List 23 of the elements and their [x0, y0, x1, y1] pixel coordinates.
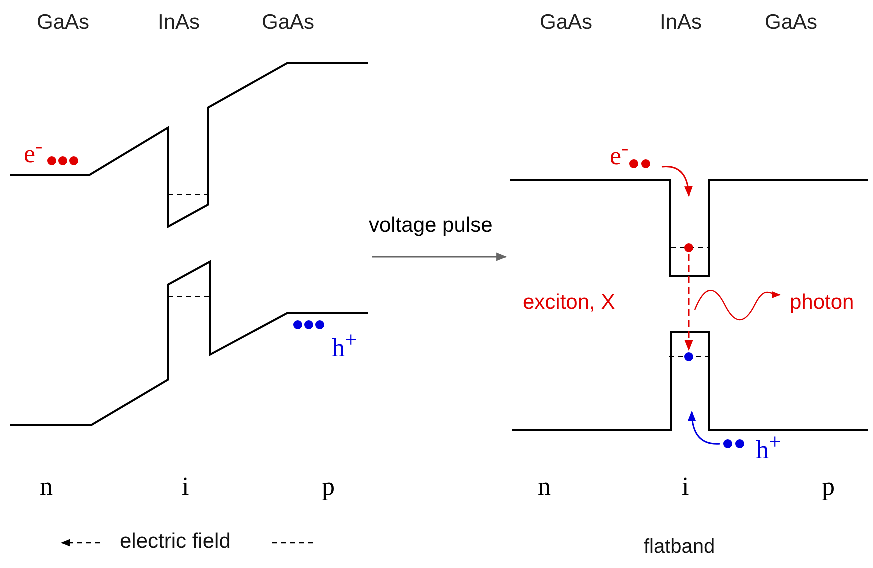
material-label: GaAs	[262, 12, 315, 33]
edge-label: voltage pulse	[369, 215, 493, 236]
region-label: i	[682, 474, 690, 500]
material-label: GaAs	[540, 12, 593, 33]
caption: flatband	[644, 537, 716, 557]
arrow	[372, 252, 508, 262]
material-label: InAs	[660, 12, 702, 33]
photon-label: photon	[790, 292, 854, 313]
material-label: InAs	[158, 12, 200, 33]
carrier-label: e$^{-}$	[610, 138, 629, 170]
region-label: i	[182, 474, 190, 500]
carrier-label: h$^{+}$	[332, 330, 358, 362]
material-label: GaAs	[765, 12, 818, 33]
exciton-label: exciton, X	[523, 292, 616, 313]
region-label: n	[538, 474, 551, 500]
material-label: GaAs	[37, 12, 90, 33]
region-label: p	[822, 474, 835, 500]
carrier-label: h$^{+}$	[756, 432, 782, 464]
region-label: p	[322, 474, 335, 500]
carrier-label: e$^{-}$	[24, 136, 43, 168]
axis-caption: electric field	[120, 531, 231, 552]
band-diagram-drawing	[10, 62, 368, 426]
region-label: n	[40, 474, 53, 500]
